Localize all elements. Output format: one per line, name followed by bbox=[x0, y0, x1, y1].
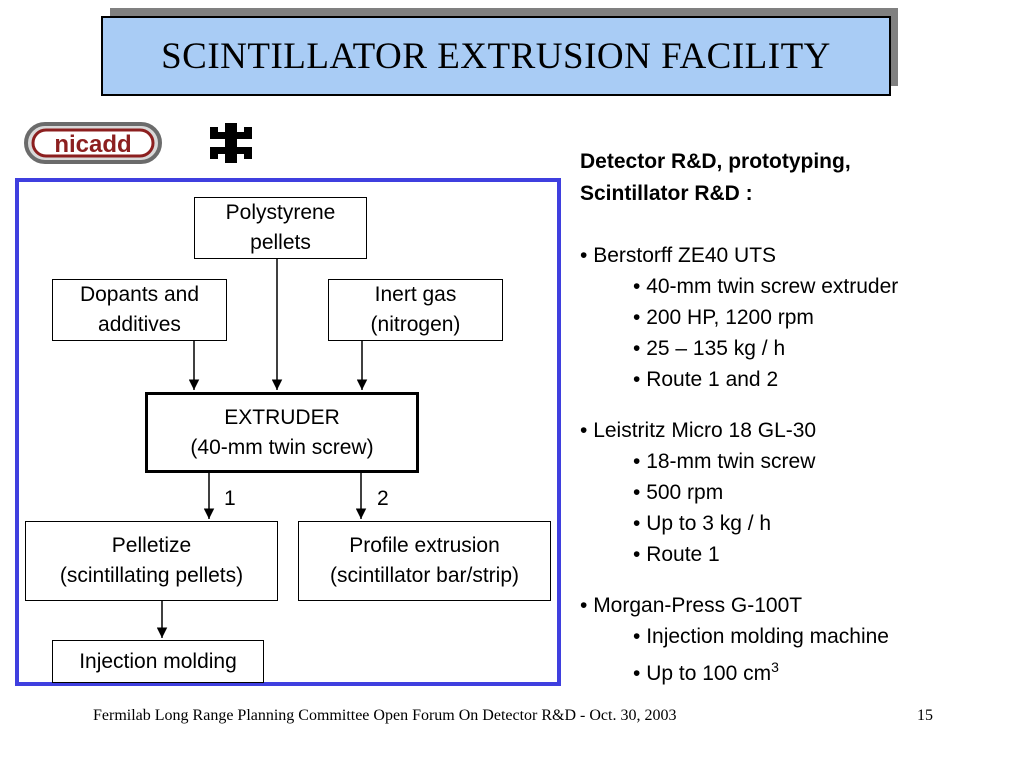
group-title: • Leistritz Micro 18 GL-30 bbox=[580, 419, 817, 442]
node-extruder: EXTRUDER (40-mm twin screw) bbox=[145, 392, 419, 473]
node-polystyrene-pellets: Polystyrene pellets bbox=[194, 197, 367, 259]
node-injection-molding: Injection molding bbox=[52, 640, 264, 683]
node-dopants-additives: Dopants and additives bbox=[52, 279, 227, 341]
list-item: • 500 rpm bbox=[633, 481, 724, 504]
group-title: • Morgan-Press G-100T bbox=[580, 594, 803, 617]
list-item: • 200 HP, 1200 rpm bbox=[633, 306, 814, 329]
node-pelletize: Pelletize (scintillating pellets) bbox=[25, 521, 278, 601]
list-item: • 25 – 135 kg / h bbox=[633, 337, 786, 360]
route-label-1: 1 bbox=[224, 487, 236, 510]
list-item: • Up to 3 kg / h bbox=[633, 512, 772, 535]
group-title: • Berstorff ZE40 UTS bbox=[580, 244, 777, 267]
panel-heading: Detector R&D, prototyping, Scintillator … bbox=[580, 150, 851, 205]
route-label-2: 2 bbox=[377, 487, 389, 510]
page-number: 15 bbox=[917, 707, 933, 724]
equipment-group-berstorff: • Berstorff ZE40 UTS • 40-mm twin screw … bbox=[580, 240, 1010, 395]
node-profile-extrusion: Profile extrusion (scintillator bar/stri… bbox=[298, 521, 551, 601]
nicadd-logo-text: nicadd bbox=[54, 131, 131, 158]
list-item: • Up to 100 cm3 bbox=[633, 659, 779, 685]
equipment-group-morgan-press: • Morgan-Press G-100T • Injection moldin… bbox=[580, 590, 1010, 689]
footer-text: Fermilab Long Range Planning Committee O… bbox=[93, 707, 677, 724]
list-item: • Route 1 bbox=[633, 543, 720, 566]
equipment-group-leistritz: • Leistritz Micro 18 GL-30 • 18-mm twin … bbox=[580, 415, 1010, 570]
node-inert-gas: Inert gas (nitrogen) bbox=[328, 279, 503, 341]
fermilab-logo bbox=[210, 123, 252, 163]
list-item: • Route 1 and 2 bbox=[633, 368, 779, 391]
equipment-panel: Detector R&D, prototyping, Scintillator … bbox=[580, 146, 1010, 689]
slide-title: SCINTILLATOR EXTRUSION FACILITY bbox=[101, 16, 891, 96]
list-item: • Injection molding machine bbox=[633, 625, 889, 648]
process-flow-frame bbox=[15, 178, 561, 686]
list-item: • 40-mm twin screw extruder bbox=[633, 275, 899, 298]
nicadd-logo: nicadd bbox=[24, 122, 162, 164]
list-item: • 18-mm twin screw bbox=[633, 450, 816, 473]
